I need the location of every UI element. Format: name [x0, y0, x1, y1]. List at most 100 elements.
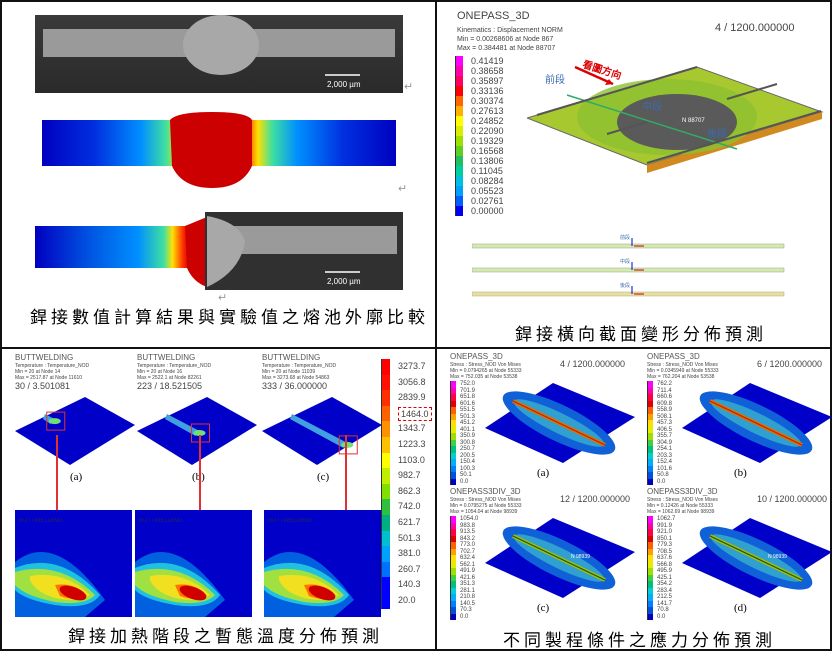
legend-swatch — [381, 468, 390, 484]
legend-swatch — [647, 387, 653, 394]
time-step: 4 / 1200.000000 — [715, 22, 795, 34]
legend-value: 501.3 — [398, 532, 421, 543]
result-min: Min = 0.12426 at Node 55333 — [647, 503, 714, 509]
legend-swatch — [381, 546, 390, 562]
legend-value: 0.00000 — [471, 206, 504, 216]
legend-entry: 0.0 — [450, 613, 478, 620]
legend-value: 843.2 — [460, 535, 476, 542]
legend-swatch — [381, 421, 390, 437]
legend-swatch — [455, 206, 463, 216]
legend-entry: 401.1 — [450, 426, 475, 433]
result-type: Temperature : Temperature_NOD — [262, 363, 337, 369]
legend-entry: 0.19329 — [455, 136, 504, 146]
legend-value: 1054.0 — [460, 516, 479, 522]
legend-value: 0.08284 — [471, 176, 504, 186]
node-label: N 98939 — [768, 554, 787, 560]
legend-entry: 637.6 — [647, 555, 675, 562]
panel-label: (a) — [70, 471, 83, 483]
legend-swatch — [647, 381, 653, 388]
legend-value: 491.9 — [460, 568, 476, 574]
legend-entry: 425.1 — [647, 574, 675, 581]
legend-value: 0.38658 — [471, 66, 504, 76]
legend-swatch — [647, 529, 653, 536]
legend-entry: 0.33136 — [455, 86, 504, 96]
legend-swatch — [455, 136, 463, 146]
legend-value: 762.2 — [657, 381, 673, 387]
legend-value: 0.41419 — [471, 56, 504, 66]
result-max: Max = 752.035 at Node 53538 — [450, 374, 518, 380]
legend-value: 354.2 — [657, 581, 673, 587]
time-step: 30 / 3.501081 — [15, 381, 71, 391]
legend-value: 921.0 — [657, 529, 673, 535]
legend-value: 254.1 — [657, 446, 673, 452]
legend-entry: 101.6 — [647, 465, 672, 472]
cross-section-profiles: 前段 中段 後段 — [472, 234, 785, 297]
legend-entry: 2839.9 — [381, 390, 432, 406]
stress-panel-header: ONEPASS_3D Stress : Stress_NOD Von Mises… — [647, 352, 719, 380]
legend-swatch — [450, 607, 456, 614]
legend-swatch — [647, 594, 653, 601]
legend-swatch — [450, 535, 456, 542]
legend-entry: 212.5 — [647, 594, 675, 601]
legend-entry: 609.8 — [647, 400, 672, 407]
legend-value: 50.8 — [657, 472, 669, 478]
legend-entry: 260.7 — [381, 561, 432, 578]
legend-swatch — [455, 96, 463, 106]
legend-swatch — [647, 542, 653, 549]
legend-entry: 140.5 — [450, 600, 478, 607]
legend-swatch — [450, 439, 456, 446]
middle-label: 中段 — [642, 100, 662, 113]
result-info: Kinematics : Displacement NORM Min = 0.0… — [457, 26, 563, 53]
legend-entry: 0.35897 — [455, 76, 504, 86]
legend-value: 621.7 — [398, 516, 421, 527]
legend-swatch — [455, 146, 463, 156]
legend-swatch — [450, 426, 456, 433]
legend-value: 0.33136 — [471, 86, 504, 96]
result-max: Max = 0.384481 at Node 88707 — [457, 45, 556, 52]
legend-value: 601.6 — [460, 400, 476, 407]
table-border-top — [0, 0, 832, 2]
section-middle: 中段 — [472, 258, 785, 273]
legend-entry: 0.13806 — [455, 156, 504, 166]
legend-swatch — [455, 116, 463, 126]
temperature-panel-header: BUTTWELDING Temperature : Temperature_NO… — [262, 353, 377, 392]
legend-value: 355.7 — [657, 433, 673, 439]
legend-swatch — [381, 577, 390, 593]
legend-swatch — [450, 465, 456, 472]
result-min: Min = 20 at Node 11039 — [262, 369, 316, 375]
legend-swatch — [647, 400, 653, 407]
legend-entry: 254.1 — [647, 446, 672, 453]
legend-swatch — [647, 413, 653, 420]
legend-value: 1103.0 — [398, 454, 425, 465]
legend-entry: 491.9 — [450, 568, 478, 575]
legend-value: 551.5 — [460, 407, 476, 413]
legend-value: 203.3 — [657, 452, 673, 459]
legend-value: 200.5 — [460, 452, 476, 459]
legend-swatch — [381, 359, 390, 375]
model-name: BUTTWELDING — [137, 353, 196, 362]
legend-swatch — [647, 478, 653, 485]
legend-swatch — [450, 478, 456, 485]
legend-entry: 304.9 — [647, 439, 672, 446]
panel-label: (b) — [734, 467, 747, 479]
legend-value: 558.9 — [657, 407, 673, 413]
node-label: N 98939 — [571, 554, 590, 560]
legend-entry: 742.0 — [381, 499, 432, 515]
legend-value: 701.9 — [460, 387, 476, 394]
legend-swatch — [647, 555, 653, 562]
legend-value: 351.3 — [460, 581, 476, 587]
scale-bar-label: 2,000 µm — [327, 80, 361, 89]
legend-value: 711.4 — [657, 387, 672, 394]
legend-entry: 913.5 — [450, 529, 478, 536]
figure-caption: 銲接加熱階段之暫態溫度分佈預測 — [68, 627, 383, 647]
legend-value: 850.1 — [657, 535, 673, 542]
legend-swatch — [647, 420, 653, 427]
legend-entry: 0.11045 — [455, 166, 504, 176]
time-step: 223 / 18.521505 — [137, 381, 203, 391]
legend-swatch — [381, 592, 390, 609]
legend-entry: 3056.8 — [381, 374, 432, 391]
legend-entry: 0.0 — [647, 613, 675, 620]
displacement-figure: ONEPASS_3D Kinematics : Displacement NOR… — [437, 2, 830, 347]
